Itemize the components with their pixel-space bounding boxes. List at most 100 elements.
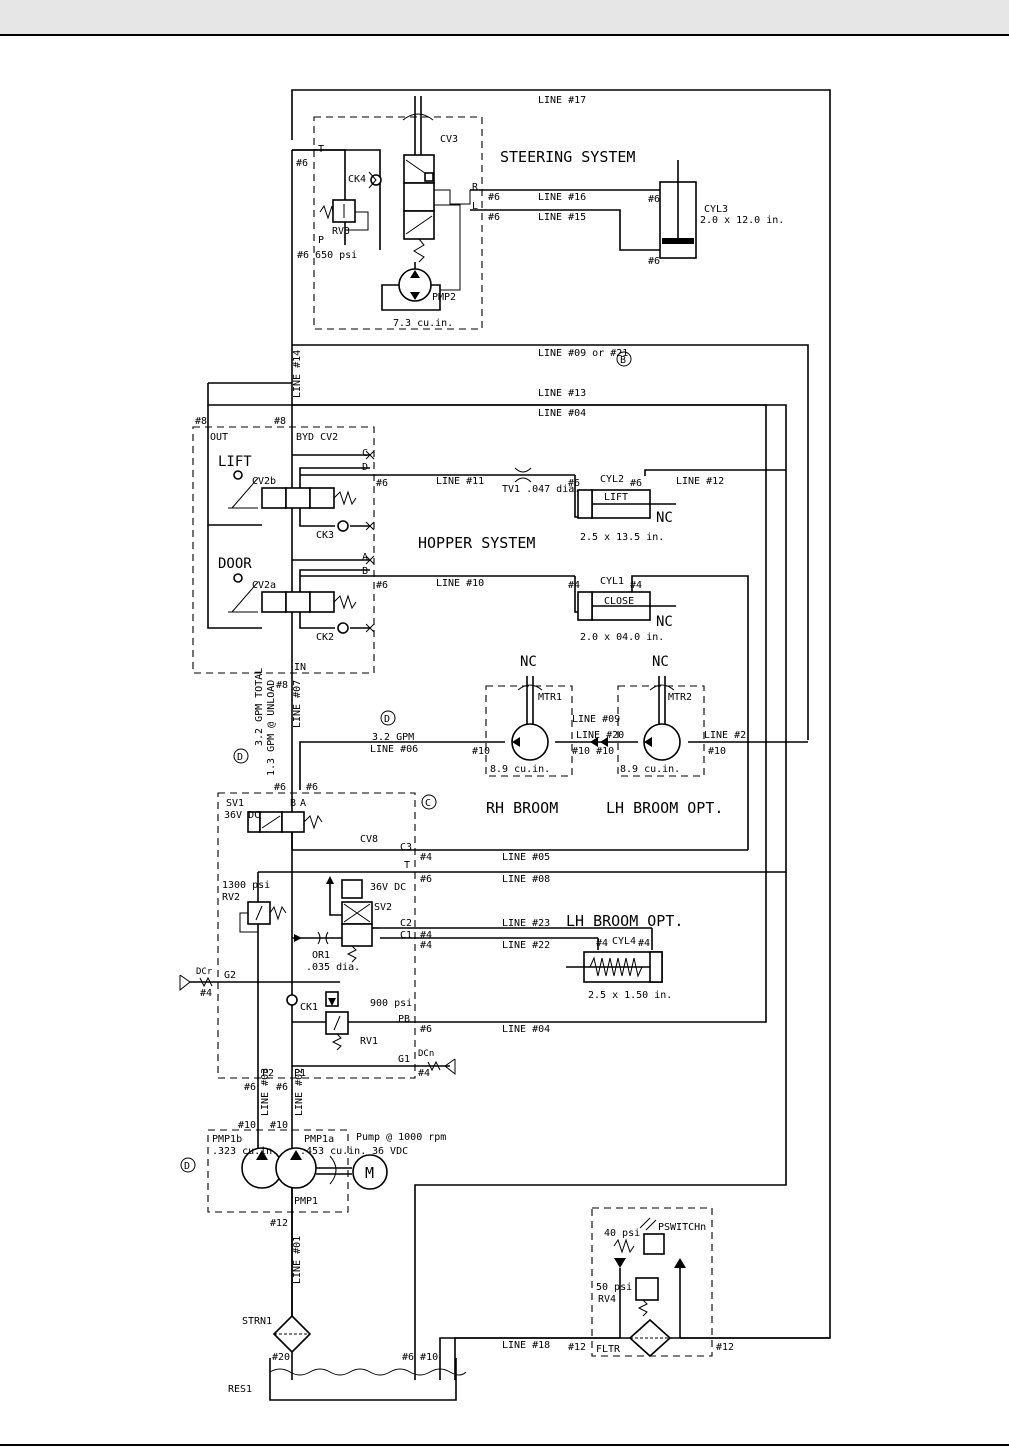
label-n10d: #10 xyxy=(238,1120,256,1131)
label-n6m: #6 xyxy=(420,1024,432,1035)
label-40psi: 40 psi xyxy=(604,1228,640,1239)
label-n4c: #4 xyxy=(420,852,432,863)
circled-markers xyxy=(180,351,632,1173)
label-line10: LINE #10 xyxy=(436,578,484,589)
label-n4e: #4 xyxy=(420,940,432,951)
label-out: OUT xyxy=(210,432,228,443)
label-door: DOOR xyxy=(218,556,252,572)
label-line12: LINE #12 xyxy=(676,476,724,487)
label-ck3: CK3 xyxy=(316,530,334,541)
label-n8a: #8 xyxy=(195,416,207,427)
relief-valve-rv2 xyxy=(239,901,287,933)
label-c-port: C xyxy=(362,448,368,459)
label-cv2a: CV2a xyxy=(252,580,276,591)
main-piping xyxy=(190,89,831,1380)
label-cyl3-size: 2.0 x 12.0 in. xyxy=(700,215,784,226)
label-36v-dc-a: 36V DC xyxy=(224,810,260,821)
label-byd-cv2: BYD CV2 xyxy=(296,432,338,443)
label-g2: G2 xyxy=(224,970,236,981)
label-nc4: NC xyxy=(652,654,669,670)
throttle-valve-tv1 xyxy=(514,467,532,483)
label-pb: PB xyxy=(398,1014,410,1025)
label-line15: LINE #15 xyxy=(538,212,586,223)
label-mtr1: MTR1 xyxy=(538,692,562,703)
label-c3: C3 xyxy=(400,842,412,853)
solenoid-valve-sv1-cv8 xyxy=(247,811,323,850)
steering-valve-cv3 xyxy=(402,96,471,291)
label-n6n: #6 xyxy=(244,1082,256,1093)
check-valve-ck4-relief-rv3 xyxy=(319,171,382,245)
label-n6d: #6 xyxy=(648,194,660,205)
label-dcn: DCn xyxy=(418,1049,434,1059)
label-3-2-gpm: 3.2 GPM xyxy=(372,732,414,743)
label-g1: G1 xyxy=(398,1054,410,1065)
label-1-3-gpm-unload: 1.3 GPM @ UNLOAD xyxy=(266,680,277,776)
label-n12c: #12 xyxy=(716,1342,734,1353)
label-n6l: #6 xyxy=(420,874,432,885)
label-n6h: #6 xyxy=(630,478,642,489)
label-t-port: T xyxy=(318,144,324,155)
label-lift-cyl: LIFT xyxy=(604,492,628,503)
label-close: CLOSE xyxy=(604,596,634,607)
label-d-port: D xyxy=(362,462,368,473)
label-line13: LINE #13 xyxy=(538,388,586,399)
label-rv1: RV1 xyxy=(360,1036,378,1047)
label-line05: LINE #05 xyxy=(502,852,550,863)
label-n8b: #8 xyxy=(274,416,286,427)
pump-pmp2 xyxy=(381,262,441,311)
label-n12a: #12 xyxy=(270,1218,288,1229)
label-n4h: #4 xyxy=(200,988,212,999)
label-rv4: RV4 xyxy=(598,1294,616,1305)
label-line07: LINE #07 xyxy=(292,680,303,728)
label-cv8: CV8 xyxy=(360,834,378,845)
label-50psi: 50 psi xyxy=(596,1282,632,1293)
label-3-2-gpm-total: 3.2 GPM TOTAL xyxy=(254,668,265,746)
label-lh-broom-opt: LH BROOM OPT. xyxy=(606,799,723,817)
label-line18: LINE #18 xyxy=(502,1340,550,1351)
label-n6k: #6 xyxy=(306,782,318,793)
label-n4i: #4 xyxy=(418,1068,430,1079)
label-n12b: #12 xyxy=(568,1342,586,1353)
label-pump-rpm: Pump @ 1000 rpm xyxy=(356,1132,446,1143)
label-rh-broom: RH BROOM xyxy=(486,799,558,817)
label-line04-lower: LINE #04 xyxy=(502,1024,550,1035)
label-n6f: #6 xyxy=(376,478,388,489)
label-n4f: #4 xyxy=(596,938,608,949)
label-pmp1a: PMP1a xyxy=(304,1134,334,1145)
label-tv1: TV1 .047 dia. xyxy=(502,484,580,495)
label-circle-d1: D xyxy=(384,714,390,725)
label-cv2b: CV2b xyxy=(252,476,276,487)
label-ck4: CK4 xyxy=(348,174,366,185)
label-fltr: FLTR xyxy=(596,1344,621,1355)
label-cv3: CV3 xyxy=(440,134,458,145)
pump-pmp1 xyxy=(241,1147,388,1190)
label-line20: LINE #20 xyxy=(576,730,624,741)
label-line23: LINE #23 xyxy=(502,918,550,929)
label-8-9-cuin-a: 8.9 cu.in. xyxy=(490,764,550,775)
label-rv3: RV3 xyxy=(332,226,350,237)
label-n20: #20 xyxy=(272,1352,290,1363)
label-n10a: #10 xyxy=(472,746,490,757)
label-line09-or-21: LINE #09 or #21 xyxy=(538,348,628,359)
label-453-cuin: .453 cu.in. xyxy=(300,1146,366,1157)
label-or1: OR1 xyxy=(312,950,330,961)
label-line17: LINE #17 xyxy=(538,95,586,106)
label-n6e: #6 xyxy=(648,256,660,267)
label-cyl3: CYL3 xyxy=(704,204,728,215)
label-res1: RES1 xyxy=(228,1384,252,1395)
label-650psi: #6 650 psi xyxy=(297,250,357,261)
label-l-port: L xyxy=(472,201,478,212)
valve-cv2b-lift xyxy=(228,470,357,509)
label-900psi: 900 psi xyxy=(370,998,412,1009)
label-pmp1b: PMP1b xyxy=(212,1134,242,1145)
label-sv1: SV1 xyxy=(226,798,244,809)
label-n4b: #4 xyxy=(630,580,642,591)
label-circle-d2: D xyxy=(237,752,243,763)
label-cyl4-size: 2.5 x 1.50 in. xyxy=(588,990,672,1001)
label-p1: P1 xyxy=(294,1068,306,1079)
label-line2: LINE #2 xyxy=(704,730,746,741)
label-36v-dc-b: 36V DC xyxy=(370,882,406,893)
orifice-or1 xyxy=(292,931,342,945)
label-dcr: DCr xyxy=(196,967,213,977)
